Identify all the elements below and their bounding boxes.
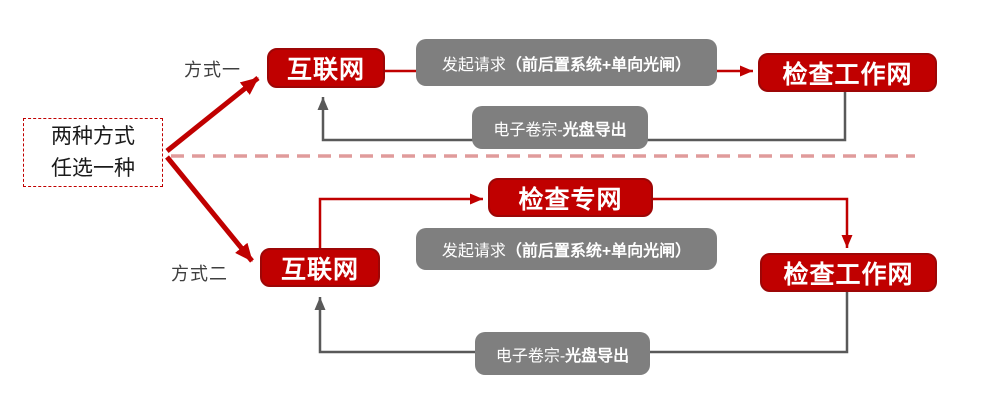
arrow-internet2-to-specialnet	[318, 193, 483, 248]
node-specialnet-method2: 检查专网	[488, 178, 653, 217]
export-method2-prefix: 电子卷宗-	[495, 347, 566, 365]
node-export-method2: 电子卷宗-光盘导出	[475, 332, 650, 375]
node-worknet-method2-label: 检查工作网	[783, 260, 914, 289]
node-worknet-method1: 检查工作网	[758, 53, 937, 92]
node-worknet-method2: 检查工作网	[760, 253, 937, 292]
arrow-specialnet-to-worknet2	[653, 197, 853, 248]
request-method2-prefix: 发起请求	[441, 243, 506, 260]
node-request-method1: 发起请求（前后置系统+单向光闸）	[416, 39, 717, 86]
node-specialnet-label: 检查专网	[518, 185, 623, 214]
arrow-to-method1	[165, 76, 260, 153]
export-method1-detail: 光盘导出	[562, 121, 627, 139]
request-method2-detail: （前后置系统+单向光闸）	[505, 243, 692, 260]
export-method2-detail: 光盘导出	[565, 347, 630, 365]
method1-label: 方式一	[184, 60, 241, 80]
node-request-method2: 发起请求（前后置系统+单向光闸）	[416, 228, 717, 270]
node-internet-method2: 互联网	[260, 248, 380, 287]
node-worknet-method1-label: 检查工作网	[782, 60, 913, 89]
export-method1-prefix: 电子卷宗-	[493, 121, 563, 139]
node-export-method1: 电子卷宗-光盘导出	[472, 106, 648, 149]
node-internet-method2-label: 互联网	[280, 255, 359, 284]
node-internet-method1-label: 互联网	[286, 56, 365, 84]
arrow-to-method2	[165, 155, 254, 263]
choose-method-box: 两种方式 任选一种	[23, 118, 163, 187]
choose-method-line2: 任选一种	[51, 156, 135, 180]
choose-method-line1: 两种方式	[51, 125, 135, 148]
request-method1-prefix: 发起请求	[441, 56, 506, 74]
request-method1-detail: （前后置系统+单向光闸）	[505, 56, 692, 74]
node-internet-method1: 互联网	[267, 48, 385, 88]
method2-label: 方式二	[171, 264, 228, 284]
